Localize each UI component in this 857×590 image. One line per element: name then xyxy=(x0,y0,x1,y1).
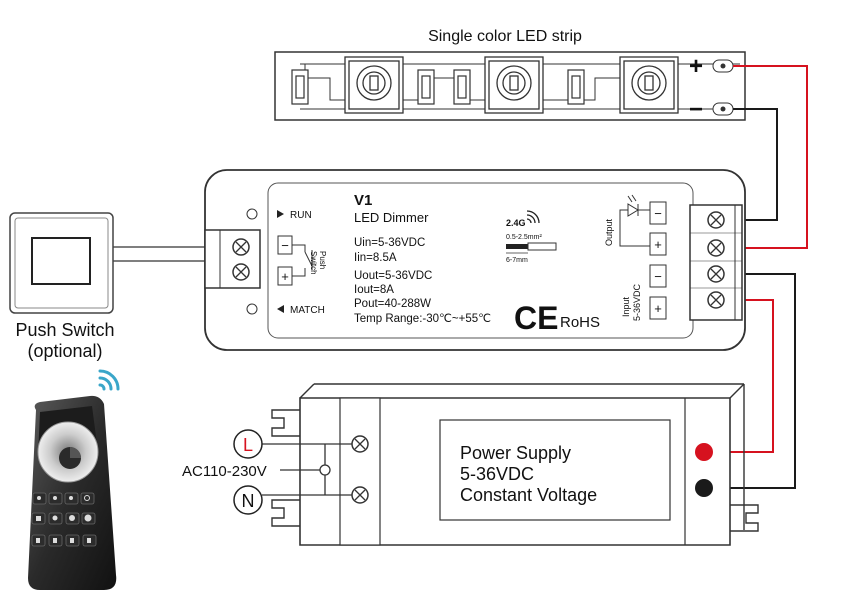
wires xyxy=(113,65,808,489)
switch-terminal-block xyxy=(204,229,261,289)
led-strip: Single color LED strip xyxy=(274,28,746,123)
psu-negative-terminal-icon xyxy=(695,479,713,497)
push-switch-side-label-2: Switch xyxy=(309,251,318,275)
strip-plus-label: + xyxy=(689,53,703,80)
led-chip xyxy=(484,56,544,114)
led-dimmer: RUN MATCH − + Push Switch V1 LED Dimmer … xyxy=(204,169,746,351)
input-label: Input xyxy=(621,296,631,317)
led-chip xyxy=(344,56,404,114)
strip-length-label: 6-7mm xyxy=(506,257,528,264)
input-voltage-label: 5-36VDC xyxy=(632,283,642,321)
out-plus-label: + xyxy=(654,237,662,252)
push-switch: Push Switch (optional) xyxy=(9,212,115,361)
spec-uin: Uin=5-36VDC xyxy=(354,237,425,249)
psu-positive-terminal-icon xyxy=(695,443,713,461)
wire-strip-plus xyxy=(733,65,808,249)
out-minus-label: − xyxy=(654,206,662,221)
led-symbol-icon xyxy=(619,194,650,247)
psu-voltage: 5-36VDC xyxy=(460,464,534,484)
wire-strip-icon xyxy=(506,242,557,254)
wire-gauge-label: 0.5-2.5mm² xyxy=(506,234,542,241)
ac-input: L N AC110-230V xyxy=(182,429,352,515)
push-switch-optional: (optional) xyxy=(27,341,102,361)
psu-type: Constant Voltage xyxy=(460,485,597,505)
power-supply: Power Supply 5-36VDC Constant Voltage xyxy=(271,383,759,546)
strip-minus-label: − xyxy=(689,96,703,123)
wireless-label: 2.4G xyxy=(506,218,526,228)
switch-plus-symbol: + xyxy=(281,269,289,284)
ac-voltage-label: AC110-230V xyxy=(182,463,267,480)
psu-title: Power Supply xyxy=(460,443,571,463)
wireless-signal-icon xyxy=(526,210,540,224)
main-terminal-block xyxy=(689,204,743,321)
match-indicator-icon xyxy=(246,303,258,315)
live-terminal-icon xyxy=(233,429,263,459)
spec-iin: Iin=8.5A xyxy=(354,252,397,264)
neutral-label: N xyxy=(242,491,255,511)
led-strip-title: Single color LED strip xyxy=(428,28,582,45)
spec-temp-range: Temp Range:-30℃~+55℃ xyxy=(354,313,491,325)
output-terminal-labels: − + − + xyxy=(649,201,667,320)
spec-uout: Uout=5-36VDC xyxy=(354,270,432,282)
ce-mark: CE xyxy=(514,300,558,336)
match-arrow-icon xyxy=(277,305,284,313)
run-indicator-icon xyxy=(246,208,258,220)
wire-strip-minus xyxy=(733,108,778,221)
match-label: MATCH xyxy=(290,305,325,316)
in-plus-label: + xyxy=(654,301,662,316)
live-label: L xyxy=(243,435,253,455)
strip-minus-pad xyxy=(712,102,734,116)
wire-psu-minus xyxy=(710,273,796,489)
push-switch-symbol: − + Push Switch xyxy=(277,235,327,286)
in-minus-label: − xyxy=(654,269,662,284)
strip-plus-pad xyxy=(712,59,734,73)
push-switch-side-label: Push xyxy=(318,251,327,269)
spec-pout: Pout=40-288W xyxy=(354,298,431,310)
wire-psu-plus xyxy=(710,299,774,453)
run-arrow-icon xyxy=(277,210,284,218)
run-label: RUN xyxy=(290,210,312,221)
rohs-mark: RoHS xyxy=(560,314,600,331)
output-label: Output xyxy=(604,218,614,246)
push-switch-label: Push Switch xyxy=(15,320,114,340)
neutral-terminal-icon xyxy=(233,485,263,515)
switch-minus-symbol: − xyxy=(281,238,289,253)
remote-buttons xyxy=(31,492,97,547)
push-switch-button xyxy=(31,237,91,285)
dimmer-name: LED Dimmer xyxy=(354,210,429,225)
dimmer-model: V1 xyxy=(354,192,372,209)
spec-iout: Iout=8A xyxy=(354,284,394,296)
wifi-signal-icon xyxy=(98,369,120,391)
led-chip xyxy=(619,56,679,114)
remote-control xyxy=(28,369,120,590)
